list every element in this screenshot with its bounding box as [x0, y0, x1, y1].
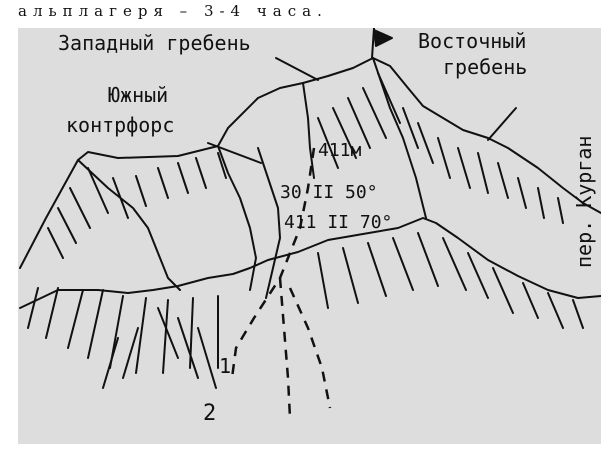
- route-line-2: [278, 277, 292, 419]
- lower-ridge: [127, 217, 602, 299]
- label-south-buttress-1: Южный: [108, 83, 168, 107]
- label-pitch-b: 411 II 70°: [284, 212, 392, 233]
- skyline: [19, 57, 602, 269]
- south-buttress-ridge: [77, 159, 181, 291]
- label-south-buttress-2: контрфорс: [66, 113, 174, 137]
- label-east-ridge-1: Восточный: [418, 29, 526, 53]
- mountain-drawing: Западный гребень Восточный гребень Южный…: [19, 27, 602, 426]
- label-east-ridge-2: гребень: [443, 55, 527, 79]
- label-route-1: 1: [219, 354, 231, 378]
- label-pass: пер. Курган: [572, 136, 596, 268]
- label-route-2: 2: [203, 401, 216, 426]
- summit-flag-icon: [373, 29, 393, 47]
- caption-text: альплагеря – 3-4 часа.: [18, 2, 328, 20]
- label-west-ridge: Западный гребень: [58, 31, 251, 55]
- label-pitch-a: 30 II 50°: [280, 182, 378, 203]
- mountain-sketch: Западный гребень Восточный гребень Южный…: [18, 27, 602, 444]
- label-height: 411м: [318, 140, 362, 161]
